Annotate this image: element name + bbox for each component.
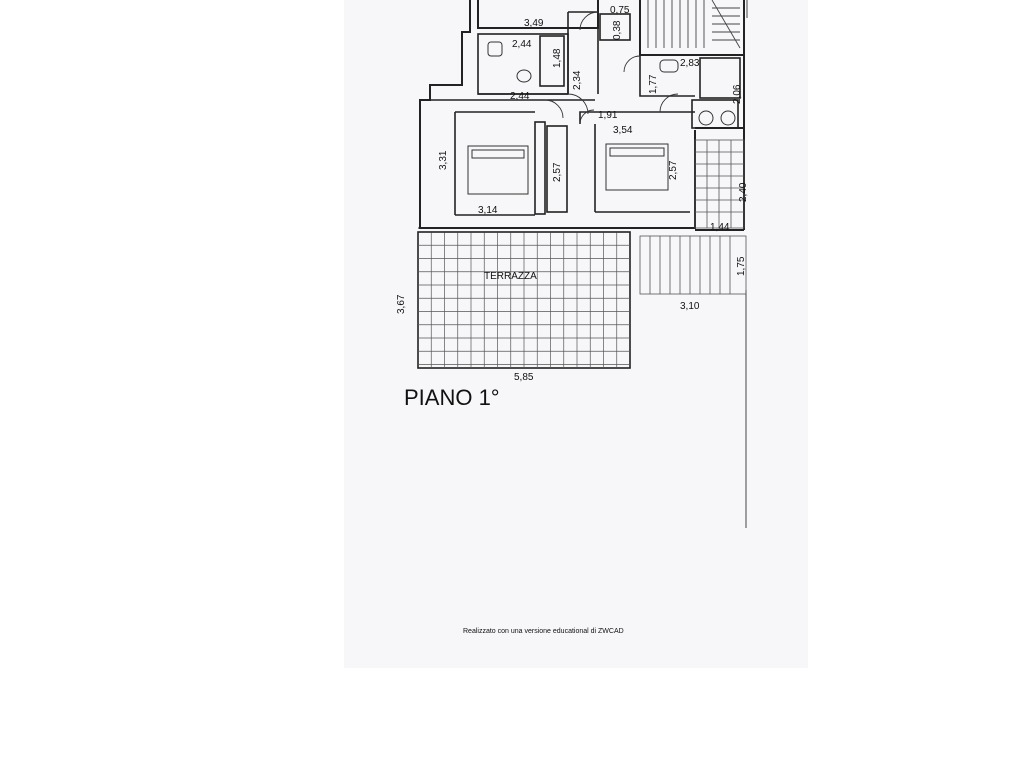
dim-3-49: 3,49 — [524, 18, 544, 29]
floor-label: PIANO 1° — [404, 385, 500, 410]
dim-2-44-bottom: 2,44 — [510, 91, 530, 102]
dim-2-83: 2,83 — [680, 58, 700, 69]
beds — [467, 143, 669, 195]
dim-1-77: 1,77 — [648, 74, 659, 94]
dim-1-91: 1,91 — [598, 110, 618, 121]
interior-walls — [430, 11, 741, 216]
dim-2-40: 2,40 — [738, 182, 749, 202]
dim-2-06: 2,06 — [732, 84, 743, 104]
room-label-terrace: TERRAZZA — [484, 271, 537, 282]
dim-3-67: 3,67 — [396, 294, 407, 314]
door-swings — [544, 11, 679, 125]
cad-credit: Realizzato con una versione educational … — [463, 628, 624, 635]
dim-2-57-left: 2,57 — [552, 162, 563, 182]
dim-0-38: 0,38 — [612, 20, 623, 40]
terrace — [417, 231, 631, 369]
dim-3-54: 3,54 — [613, 125, 633, 136]
stair-treads — [647, 0, 741, 49]
terrace-wall — [418, 227, 630, 233]
dim-1-75: 1,75 — [736, 256, 747, 276]
dim-1-48: 1,48 — [552, 48, 563, 68]
dim-3-10: 3,10 — [680, 301, 700, 312]
dim-3-14: 3,14 — [478, 205, 498, 216]
dim-0-75: 0,75 — [610, 5, 630, 16]
exterior-walls — [419, 0, 745, 231]
dim-5-85: 5,85 — [514, 372, 534, 383]
dim-1-44: 1,44 — [710, 222, 730, 233]
external-stair — [639, 235, 747, 295]
dim-2-57-right: 2,57 — [668, 160, 679, 180]
bath-fixtures — [487, 41, 736, 126]
dim-2-44-top: 2,44 — [512, 39, 532, 50]
small-tile-grid — [694, 139, 745, 229]
dim-2-34: 2,34 — [572, 70, 583, 90]
dim-3-31: 3,31 — [438, 150, 449, 170]
